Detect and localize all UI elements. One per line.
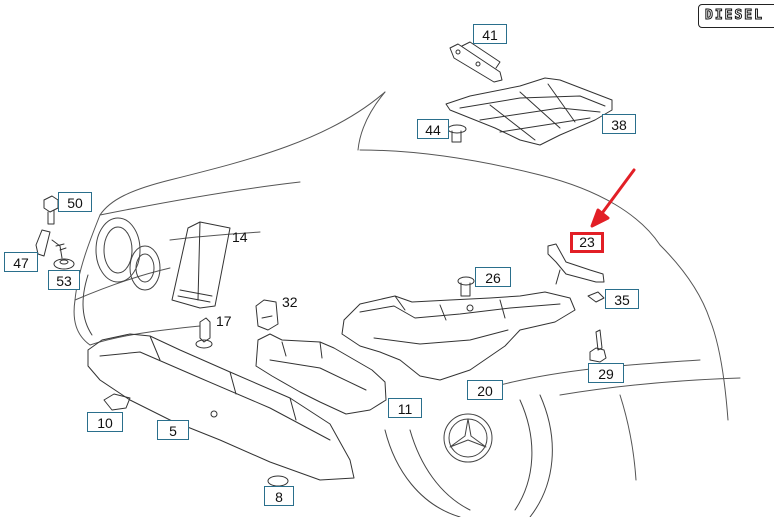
part-53-nut (53, 258, 75, 270)
diesel-badge: DIESEL (698, 4, 774, 28)
callout-50[interactable]: 50 (58, 192, 92, 212)
headlights (82, 217, 161, 336)
callout-44[interactable]: 44 (417, 119, 449, 139)
part-26-clip (457, 276, 475, 297)
part-41-bracket (449, 41, 503, 83)
part-8-washer (267, 475, 289, 487)
part-5-lower-panel (87, 333, 355, 481)
callout-35[interactable]: 35 (605, 289, 639, 309)
front-wheel (384, 394, 553, 518)
part-50-bolt (43, 195, 59, 225)
car-body-outline (73, 91, 741, 481)
callout-8[interactable]: 8 (264, 486, 294, 506)
callout-26[interactable]: 26 (475, 267, 511, 287)
callout-47[interactable]: 47 (4, 252, 38, 272)
part-23-bracket (547, 243, 605, 285)
highlight-arrow (590, 168, 636, 228)
callout-14[interactable]: 14 (232, 229, 248, 245)
callout-10[interactable]: 10 (87, 412, 123, 432)
part-29-screw (589, 329, 607, 363)
callout-23[interactable]: 23 (570, 232, 604, 253)
callout-32[interactable]: 32 (282, 294, 298, 310)
callout-5[interactable]: 5 (157, 420, 189, 440)
callout-38[interactable]: 38 (602, 114, 636, 134)
callout-53[interactable]: 53 (48, 270, 80, 290)
part-47-bracket (35, 229, 67, 259)
callout-11[interactable]: 11 (388, 398, 422, 418)
part-14-strip (171, 221, 231, 309)
part-11-tray (255, 333, 387, 415)
part-10-clip (103, 393, 131, 411)
part-17-screw (195, 317, 213, 349)
part-38-panel (445, 77, 613, 146)
part-44-clip (447, 124, 467, 143)
callout-29[interactable]: 29 (588, 363, 624, 383)
callout-20[interactable]: 20 (467, 380, 503, 400)
part-35-clip (587, 291, 605, 303)
callout-17[interactable]: 17 (216, 313, 232, 329)
part-20-underpanel (341, 291, 576, 381)
part-32-clip (255, 299, 279, 331)
callout-41[interactable]: 41 (473, 24, 507, 44)
